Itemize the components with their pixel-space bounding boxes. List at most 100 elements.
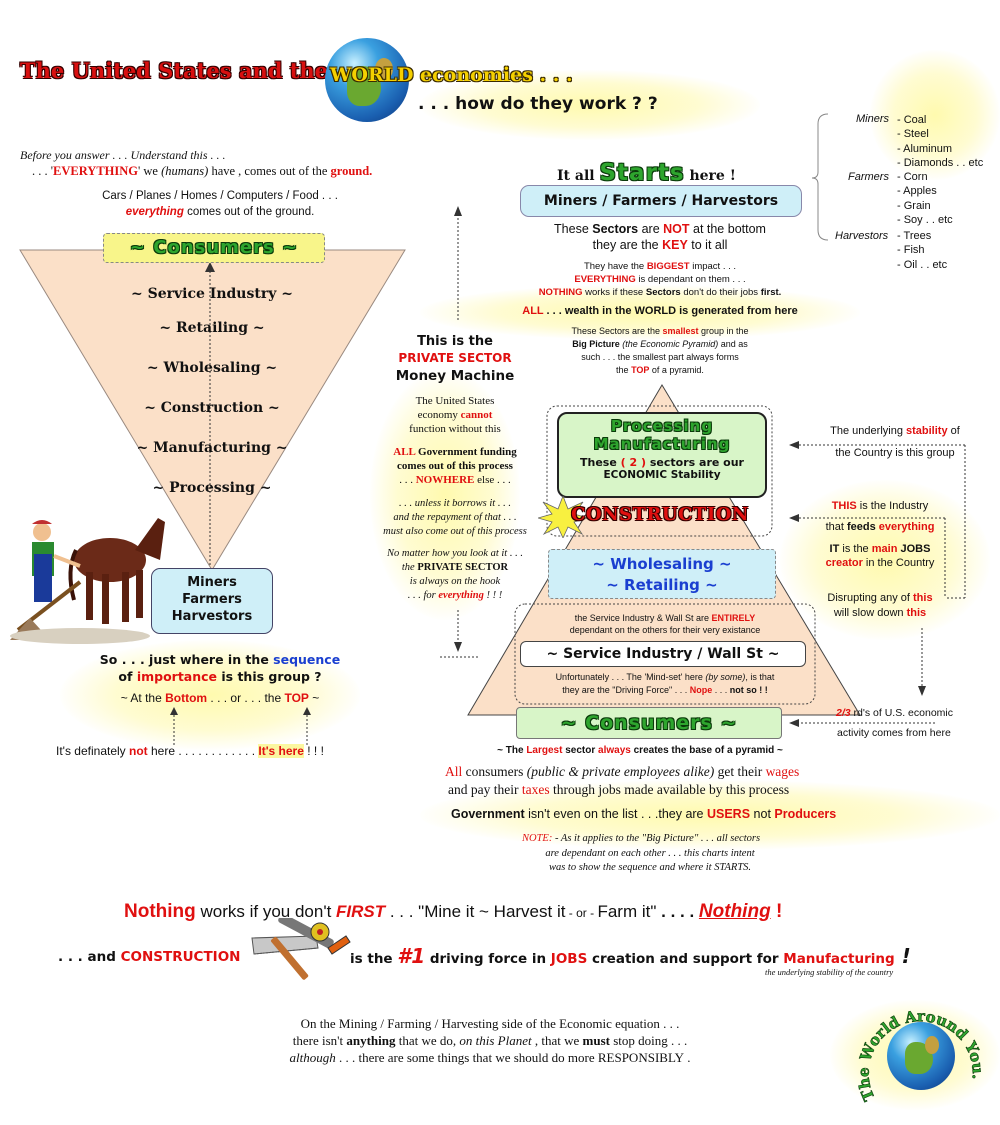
industry-note-1: THIS is the Industry xyxy=(831,500,929,512)
world-logo: The World Around You. xyxy=(855,1000,985,1115)
question-line2: of importance is this group ? xyxy=(118,669,322,684)
smallest-p4: the TOP of a pyramid. xyxy=(616,365,704,375)
main-pyramid xyxy=(467,384,966,727)
construction-line-b: is the #1 driving force in JOBS creation… xyxy=(350,944,911,968)
construction-label: CONSTRUCTION xyxy=(571,504,749,525)
private-sector-arrows xyxy=(440,206,480,658)
consumers-box: ~ Consumers ~ xyxy=(516,707,782,739)
key-small-2: EVERYTHING is dependant on them . . . xyxy=(574,274,746,285)
side-group-harvestors: Harvestors xyxy=(835,230,889,242)
construction-starburst xyxy=(538,496,588,538)
private-u1: . . . unless it borrows it . . . xyxy=(399,498,511,509)
final-line-2: there isn't anything that we do, on this… xyxy=(292,1033,688,1048)
two-thirds-note-1: 2/3 rd's of U.S. economic xyxy=(836,707,953,719)
intro-line4: everything comes out of the ground. xyxy=(125,206,315,218)
private-u2: and the repayment of that . . . xyxy=(393,512,517,523)
note-line-3: was to show the sequence and where it ST… xyxy=(548,862,752,873)
title-world: WORLD xyxy=(330,64,414,86)
manufacturing-group-outline xyxy=(546,405,773,537)
svg-text:The World Around You.: The World Around You. xyxy=(855,1007,985,1103)
private-g3: . . . NOWHERE else . . . xyxy=(399,474,511,486)
tape-measure-icon xyxy=(310,922,330,942)
intro-line3: Cars / Planes / Homes / Computers / Food… xyxy=(102,190,338,202)
final-line-1: On the Mining / Farming / Harvesting sid… xyxy=(300,1016,680,1031)
page-title: The United States and the xyxy=(20,58,328,83)
private-n4: . . . for everything ! ! ! xyxy=(407,590,503,601)
service-note-2: dependant on the others for their very e… xyxy=(569,625,761,635)
industry-note-2: that feeds everything xyxy=(825,521,935,533)
private-u3: must also come out of this process xyxy=(383,526,527,537)
pay-taxes-line: and pay their taxes through jobs made av… xyxy=(448,782,790,797)
inv-level-retailing: ~ Retailing ~ xyxy=(159,320,265,336)
starts-heading: It all Starts here ! xyxy=(557,160,736,186)
all-consumers-line: All consumers (public & private employee… xyxy=(445,764,800,779)
stability-line: These ( 2 ) sectors are our xyxy=(580,456,744,469)
glow-right-notes xyxy=(780,480,990,640)
private-g2: comes out of this process xyxy=(397,460,513,472)
intro-line1: Before you answer . . . Understand this … xyxy=(20,148,226,162)
question-answer: It's definately not here . . . . . . . .… xyxy=(56,744,324,758)
inv-level-wholesaling: ~ Wholesaling ~ xyxy=(146,360,278,376)
logo-text: The World Around You. xyxy=(855,1007,985,1104)
inverted-pyramid-arrowhead xyxy=(205,262,215,272)
wrench-icon xyxy=(327,935,351,955)
side-items-miners: - Coal - Steel - Aluminum - Diamonds . .… xyxy=(897,114,984,169)
wholesaling-box: ~ Wholesaling ~ ~ Retailing ~ xyxy=(548,549,776,599)
private-t1: The United States xyxy=(415,395,495,407)
service-note-1: the Service Industry & Wall St are ENTIR… xyxy=(574,613,756,623)
private-h1: This is the xyxy=(417,334,493,349)
key-line2: they are the KEY to it all xyxy=(592,238,728,252)
question-line3: ~ At the Bottom . . . or . . . the TOP ~ xyxy=(120,691,320,705)
saw-icon xyxy=(251,935,319,955)
stability-note-1: The underlying stability of xyxy=(830,425,960,437)
smallest-p2: Big Picture (the Economic Pyramid) and a… xyxy=(572,339,748,349)
service-group-outline xyxy=(514,603,816,705)
question-arrows xyxy=(170,707,311,745)
logo-text-ring: The World Around You. xyxy=(855,1007,985,1104)
private-h3: Money Machine xyxy=(395,368,515,384)
ground-shadow xyxy=(10,628,150,644)
side-items-farmers: - Corn - Apples - Grain - Soy . . etc xyxy=(897,171,953,226)
nothing-line: Nothing works if you don't FIRST . . . "… xyxy=(124,901,783,922)
largest-line: ~ The Largest sector always creates the … xyxy=(497,745,783,756)
top-sector-box: Miners / Farmers / Harvestors xyxy=(520,185,802,217)
disrupt-note-2: will slow down this xyxy=(833,607,927,619)
title-part3: . . . how do they work ? ? xyxy=(418,94,658,114)
final-line-3: although . . . there are some things tha… xyxy=(289,1050,691,1065)
key-small-1: They have the BIGGEST impact . . . xyxy=(583,261,737,272)
title-part1: The United States and the xyxy=(20,58,329,83)
smallest-p1: These Sectors are the smallest group in … xyxy=(571,326,749,336)
two-thirds-note-2: activity comes from here xyxy=(837,727,951,739)
tools-illustration xyxy=(251,918,351,980)
inv-bottom-box: Miners Farmers Harvestors xyxy=(151,568,273,634)
note-line-2: are dependant on each other . . . this c… xyxy=(545,848,755,859)
private-t3: function without this xyxy=(409,423,501,435)
stability-note-2: the Country is this group xyxy=(835,447,955,459)
service-box: ~ Service Industry / Wall St ~ xyxy=(520,641,806,667)
processing-box: Processing Manufacturing These ( 2 ) sec… xyxy=(557,412,767,498)
side-list-brackets xyxy=(812,113,829,241)
horse xyxy=(68,518,165,624)
private-n1: No matter how you look at it . . . xyxy=(387,548,523,559)
key-line1: These Sectors are NOT at the bottom xyxy=(554,222,766,236)
glow-wealth xyxy=(420,285,860,340)
side-group-miners: Miners xyxy=(856,113,890,125)
unfortunately-2: they are the "Driving Force" . . . Nope … xyxy=(562,685,768,695)
glow-starts xyxy=(870,50,1000,180)
side-items-harvestors: - Trees - Fish - Oil . . etc xyxy=(897,230,948,271)
question-line1: So . . . just where in the sequence xyxy=(99,652,341,667)
logo-globe xyxy=(887,1022,955,1090)
inv-level-construction: ~ Construction ~ xyxy=(144,400,280,416)
government-line: Government isn't even on the list . . .t… xyxy=(451,807,837,821)
unfortunately-1: Unfortunately . . . The 'Mind-set' here … xyxy=(555,672,775,682)
private-t2: economy cannot xyxy=(417,409,493,421)
private-g1: ALL Government funding xyxy=(393,446,517,458)
private-n3: is always on the hook xyxy=(409,576,501,587)
construction-line-a: . . . and CONSTRUCTION xyxy=(58,949,241,965)
farmer xyxy=(32,520,81,602)
inv-consumers-box: ~ Consumers ~ xyxy=(103,233,325,263)
title-part2: economies . . . xyxy=(420,64,573,86)
side-group-farmers: Farmers xyxy=(848,171,889,183)
inv-level-manufacturing: ~ Manufacturing ~ xyxy=(136,440,288,456)
smallest-p3: such . . . the smallest part always form… xyxy=(581,352,739,362)
